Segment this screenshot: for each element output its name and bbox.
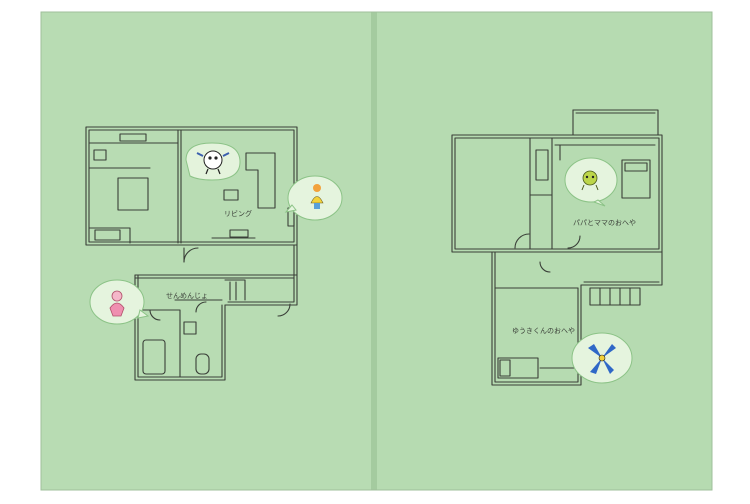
bubble-green-ball: [564, 157, 618, 207]
yellow-kid-character-icon: [310, 184, 324, 209]
left-page: [41, 12, 373, 490]
bubble-pink-kid: [89, 279, 150, 325]
bubble-blue-propeller: [571, 332, 633, 384]
white-robot-character-icon: [196, 150, 230, 175]
first-floor-plan: [85, 126, 298, 381]
blue-propeller-character-icon: [588, 344, 616, 374]
pink-kid-character-icon: [109, 290, 125, 317]
room-label-washroom: せんめんじょ: [166, 292, 208, 300]
room-label-parents-room: パパとママのおへや: [573, 219, 636, 227]
room-label-yuki-room: ゆうきくんのおへや: [512, 327, 575, 335]
right-page: [373, 12, 712, 490]
bubble-white-robot: [185, 142, 241, 181]
room-label-living: リビング: [224, 209, 252, 218]
second-floor-plan: [451, 109, 663, 386]
book-gutter: [371, 12, 377, 490]
bubble-yellow-kid: [284, 175, 343, 221]
green-ball-character-icon: [581, 170, 599, 191]
page-border: [40, 11, 713, 491]
